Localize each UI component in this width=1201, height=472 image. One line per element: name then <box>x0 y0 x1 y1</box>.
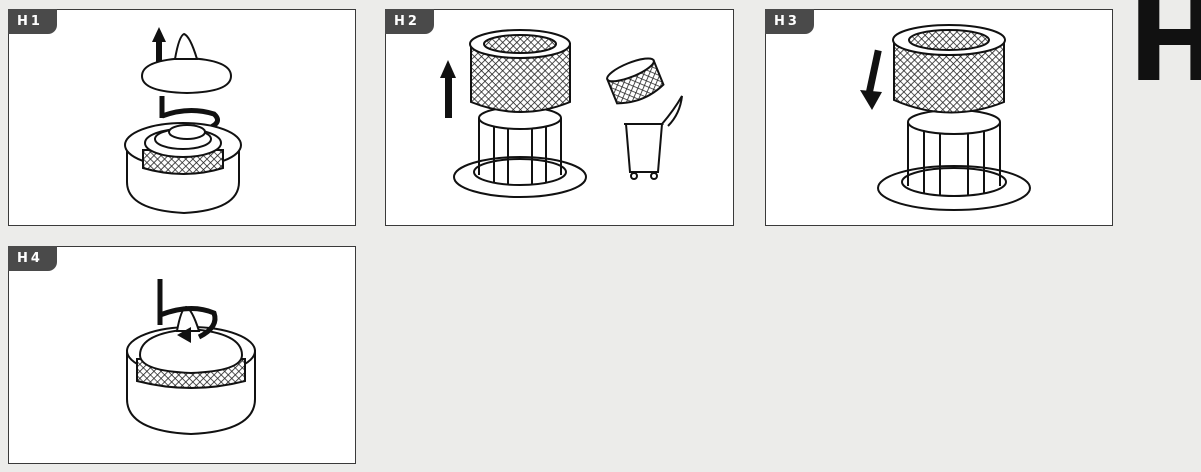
illustration-h3 <box>766 10 1114 227</box>
unit-body <box>125 123 241 213</box>
up-arrow-icon <box>440 60 456 118</box>
tilted-filter <box>605 54 666 108</box>
filter-cage-base <box>878 110 1030 210</box>
lid-cap <box>142 34 231 93</box>
mesh-filter <box>470 30 570 112</box>
down-arrow-icon <box>860 50 882 110</box>
trash-bin-icon <box>624 96 682 179</box>
illustration-h4 <box>9 247 357 465</box>
panel-h1: H1 <box>8 9 356 226</box>
unit-body <box>127 307 255 434</box>
mesh-filter <box>893 25 1005 113</box>
illustration-h2 <box>386 10 735 227</box>
illustration-h1 <box>9 10 357 227</box>
section-letter: H <box>1128 0 1201 98</box>
filter-cage-base <box>454 107 586 197</box>
up-arrow-icon <box>152 27 166 62</box>
panel-h2: H2 <box>385 9 734 226</box>
panel-h4: H4 <box>8 246 356 464</box>
panel-h3: H3 <box>765 9 1113 226</box>
